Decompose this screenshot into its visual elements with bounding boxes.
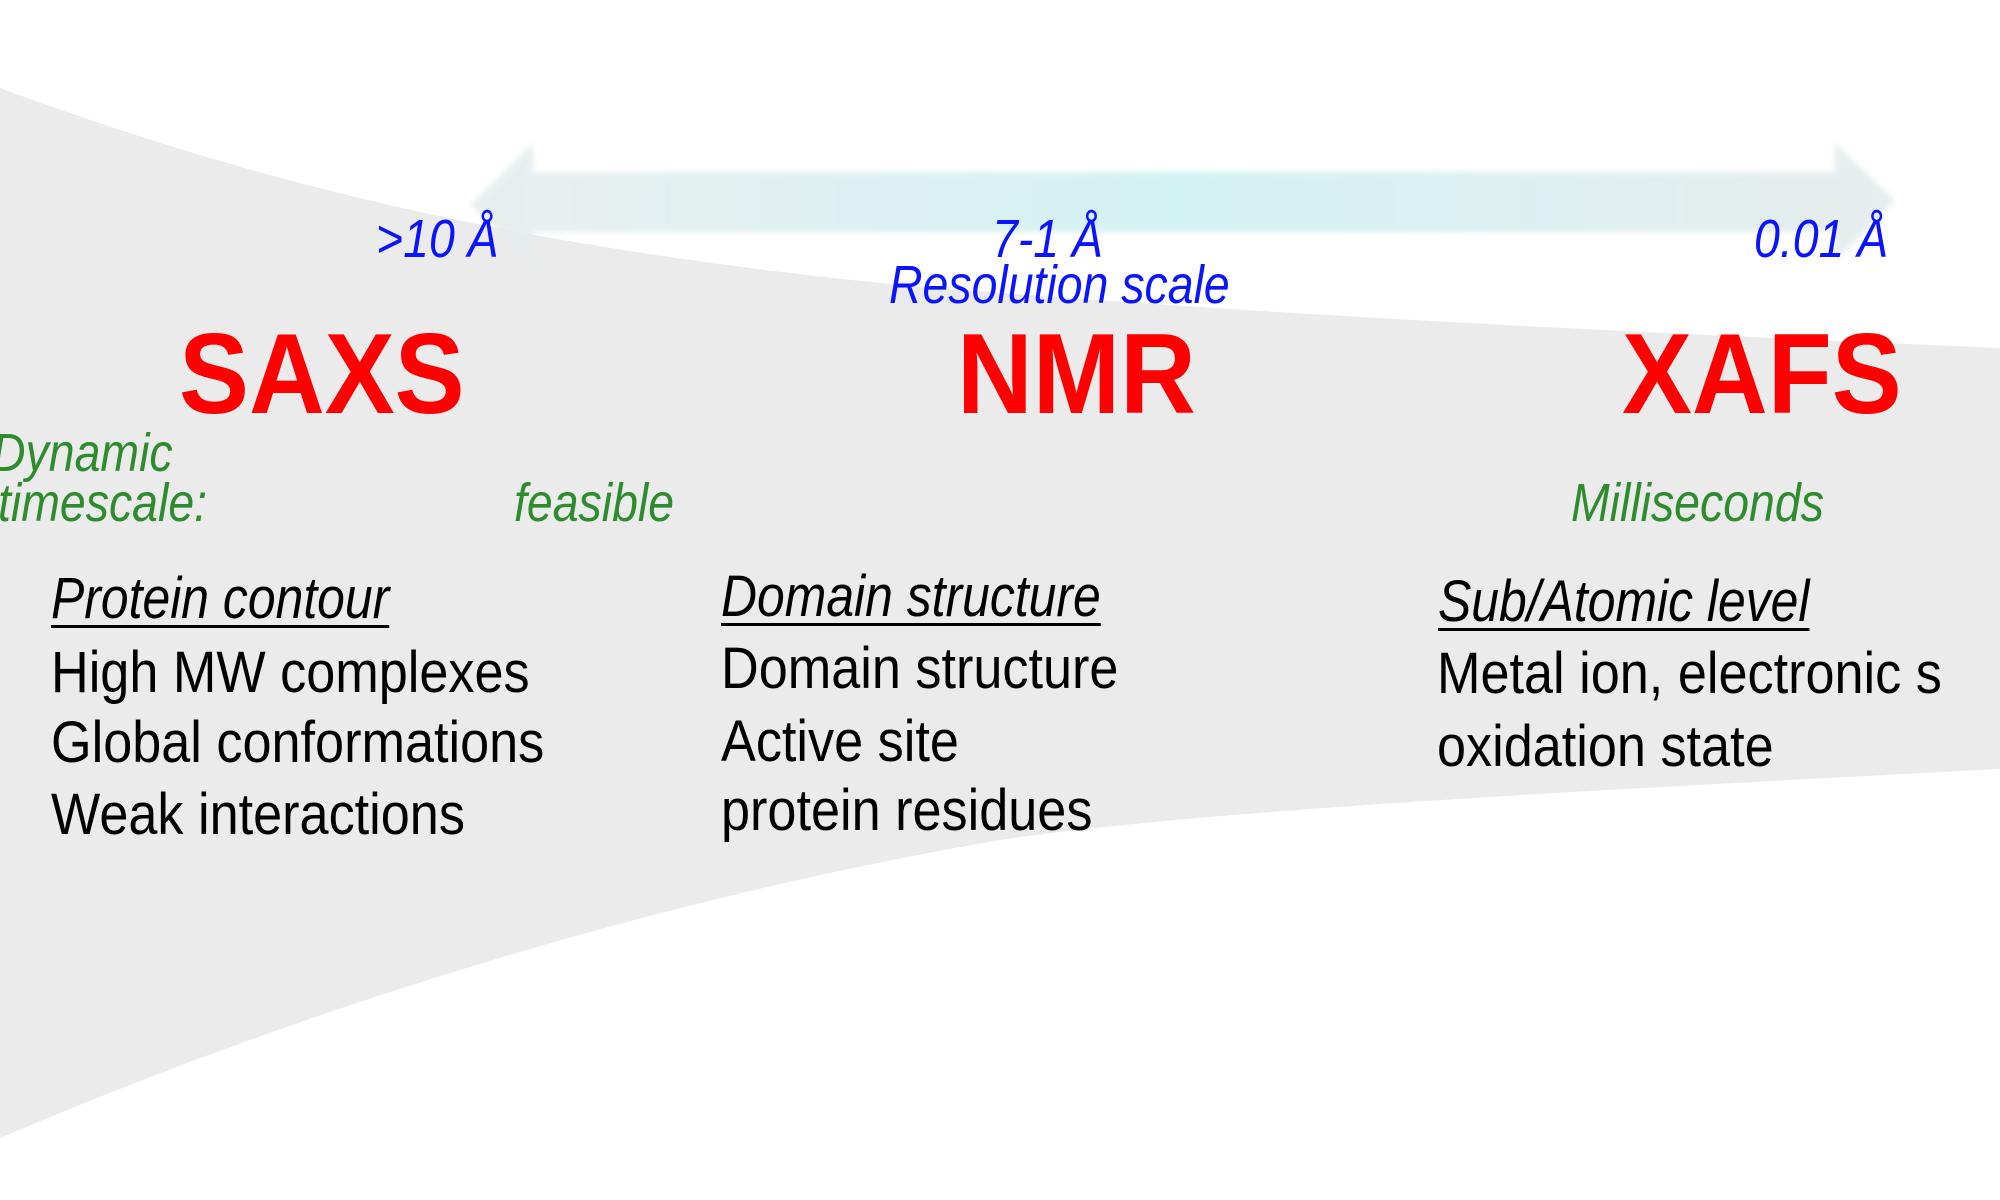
- funnel-shape: [0, 88, 2000, 1138]
- resolution-arrow-icon: [470, 143, 1895, 265]
- column-heading-nmr: Domain structure: [721, 564, 1101, 629]
- list-item: Weak interactions: [51, 782, 465, 847]
- list-item: Domain structure: [721, 636, 1119, 701]
- timescale-value-saxs: feasible: [514, 473, 675, 533]
- list-item: Active site: [721, 709, 959, 774]
- list-item: protein residues: [721, 778, 1093, 843]
- timescale-value-xafs: Milliseconds: [1571, 473, 1824, 533]
- resolution-tick-xafs: 0.01 Å: [1754, 209, 1889, 269]
- list-item: High MW complexes: [51, 640, 530, 705]
- technique-title-xafs: XAFS: [1622, 311, 1902, 438]
- column-heading-saxs: Protein contour: [51, 566, 390, 631]
- list-item: Metal ion, electronic s: [1437, 641, 1942, 706]
- list-item: Global conformations: [51, 710, 545, 775]
- technique-title-nmr: NMR: [957, 311, 1196, 438]
- resolution-tick-nmr: 7-1 Å: [992, 209, 1104, 269]
- column-heading-xafs: Sub/Atomic level: [1438, 569, 1810, 634]
- timescale-label-line1: Dynamic: [0, 423, 173, 483]
- technique-title-saxs: SAXS: [179, 311, 465, 438]
- list-item: oxidation state: [1437, 714, 1774, 779]
- resolution-scale-label: Resolution scale: [889, 255, 1230, 315]
- timescale-label-line2: timescale:: [0, 473, 208, 533]
- resolution-tick-saxs: >10 Å: [376, 209, 499, 269]
